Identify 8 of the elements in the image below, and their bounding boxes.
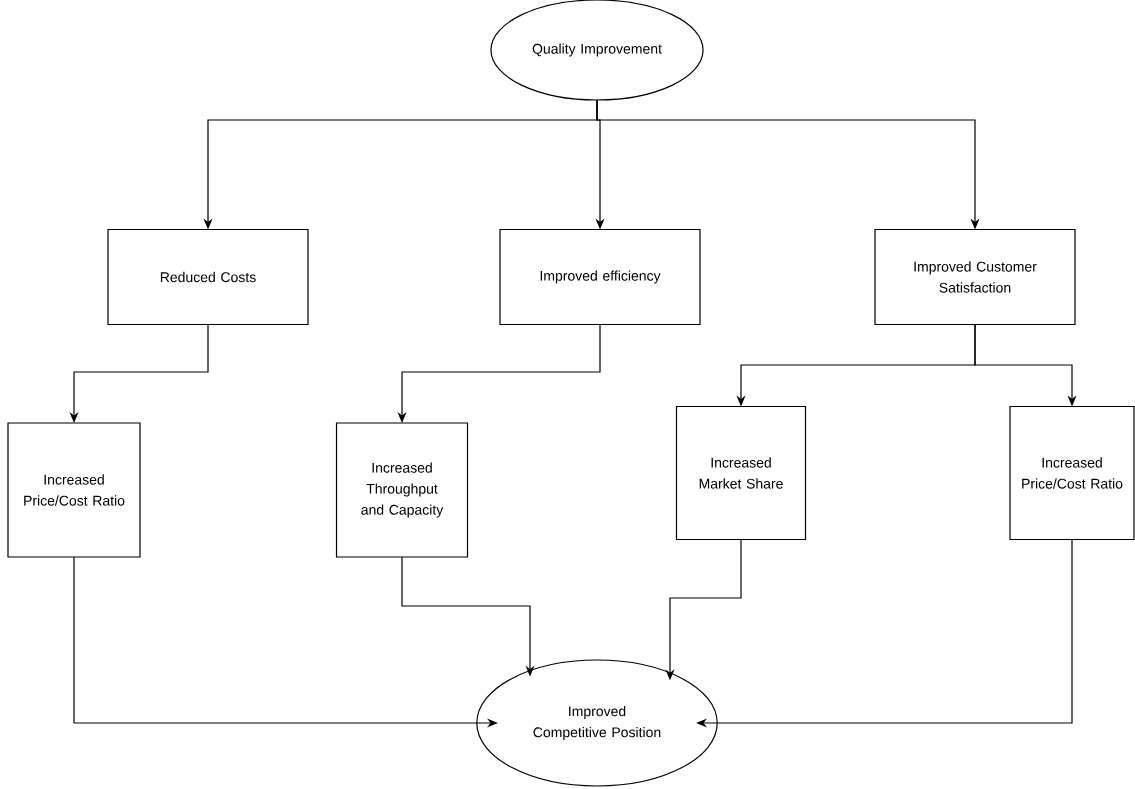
process-box: Increased Market Share [675,405,807,541]
process-box: Increased Price/Cost Ratio [7,422,141,558]
process-box: Reduced Costs [107,228,309,326]
process-box: Improved Customer Satisfaction [874,228,1076,326]
process-box: Improved efficiency [499,228,701,326]
process-box: Increased Price/Cost Ratio [1009,405,1135,541]
ellipse-node: Improved Competitive Position [476,659,718,787]
process-box: Increased Throughput and Capacity [335,422,469,558]
